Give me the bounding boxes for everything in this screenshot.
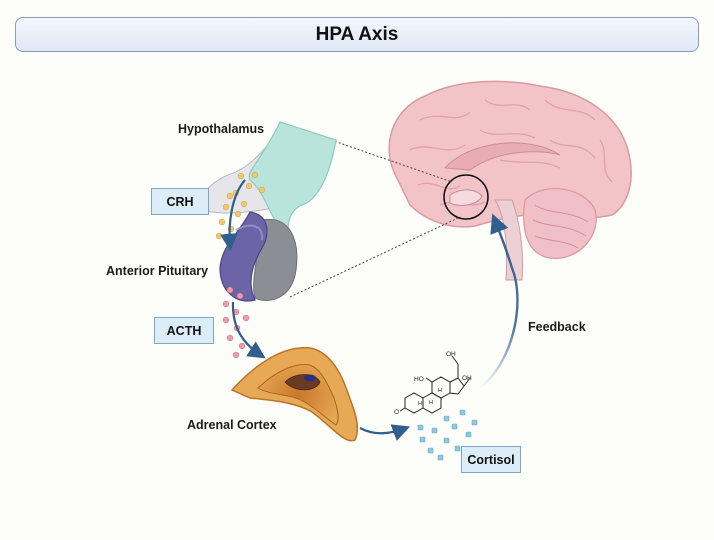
mol-oh-2: OH [462,375,472,382]
adrenal-cortex-label: Adrenal Cortex [187,418,277,432]
cortisol-box: Cortisol [461,446,521,473]
adrenal-illustration [230,346,359,442]
hypothalamus-region [449,189,483,206]
cortisol-dots [417,409,478,461]
acth-label: ACTH [166,323,202,338]
mol-oh-1: OH [446,351,456,358]
zoom-line-bottom [289,217,459,298]
page-title: HPA Axis [315,23,399,45]
mol-h-3: H [418,401,422,407]
arrow-cortisol [359,424,411,441]
mol-h-2: H [429,400,433,406]
zoom-circle [443,174,489,220]
title-bar: HPA Axis [15,17,699,52]
brain-illustration [388,80,632,281]
anterior-pituitary-label: Anterior Pituitary [106,264,209,278]
arrow-crh [220,179,246,252]
cortisol-molecule [399,355,471,414]
mol-o: O [394,409,399,416]
mol-ho: HO [414,376,424,383]
cerebellum [523,187,597,259]
hypothalamus-pituitary-illustration [201,121,337,302]
hypothalamus-label: Hypothalamus [178,122,265,136]
cortisol-label: Cortisol [467,452,515,467]
feedback-label: Feedback [528,320,586,334]
arrow-feedback [479,213,519,389]
acth-box: ACTH [154,317,214,344]
crh-box: CRH [151,188,209,215]
crh-label: CRH [166,194,194,209]
mol-h-1: H [438,388,442,394]
acth-dots [222,286,250,359]
corpus-callosum [443,142,561,171]
arrow-acth [231,301,266,359]
